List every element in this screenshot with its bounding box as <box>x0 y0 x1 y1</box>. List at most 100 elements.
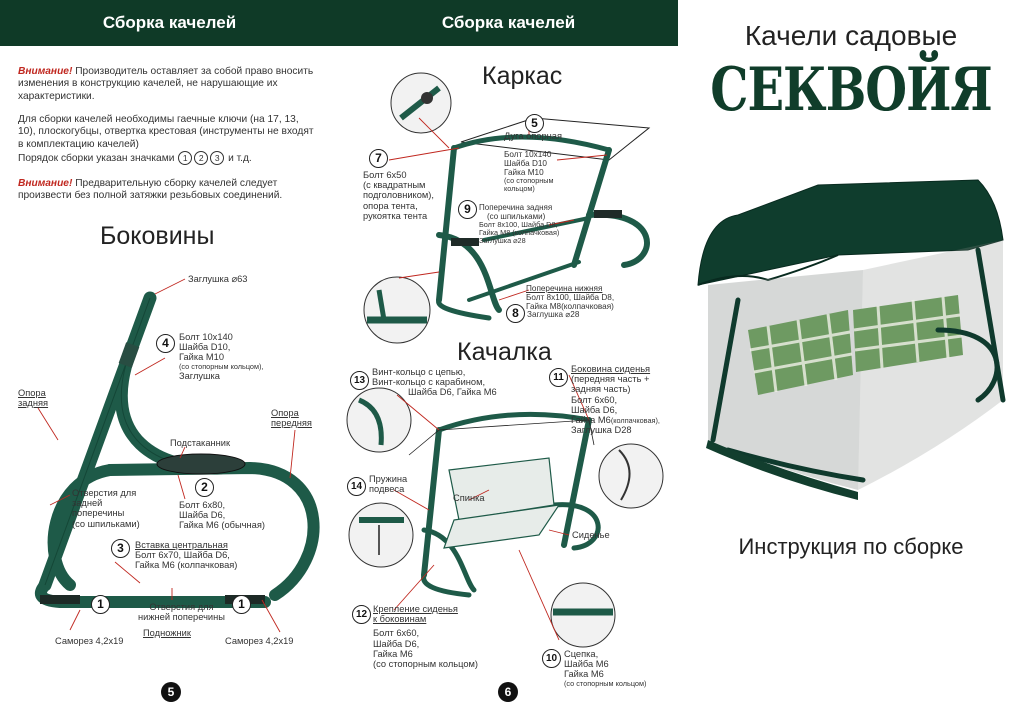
seat-mount-line-1: Крепление сиденья <box>373 604 458 614</box>
bottom-crossbar-line-1: Поперечина нижняя <box>526 284 603 293</box>
screw-left-label: Саморез 4,2х19 <box>55 636 124 646</box>
bottom-crossbar-line-2: Болт 8х100, Шайба D8, <box>526 293 615 302</box>
bolt-2-line-1: Болт 6х80, <box>179 500 226 510</box>
bolt-7-line-2: (с квадратным <box>363 180 426 191</box>
support-arc-label: Дуга опорная <box>504 131 562 141</box>
step-1-badge-left: 1 <box>91 595 110 614</box>
front-leg-line-2: передняя <box>271 418 312 429</box>
bolt-4-tail: Заглушка <box>179 370 220 381</box>
rear-crossbar-label: Поперечина задняя (со шпильками) Болт 8х… <box>479 203 560 246</box>
warning-text-2: Предварительную сборку качелей следует п… <box>18 178 283 202</box>
step-5-badge: 5 <box>525 114 544 133</box>
warning-label-2: Внимание! <box>18 178 73 189</box>
swing-drawing <box>346 374 664 648</box>
rear-leg-label: Опора задняя <box>18 388 48 408</box>
swing-photo-illustration <box>697 179 1006 500</box>
frame-drawing <box>363 72 651 344</box>
seat-side-line-6: Гайка М6(колпачковая), <box>571 415 660 425</box>
bolt-2-line-3: Гайка М6 (обычная) <box>179 520 265 531</box>
rear-crossbar-line-5: Заглушка ⌀28 <box>479 236 526 246</box>
rear-holes-line-1: Отверстия для <box>72 488 137 498</box>
screw-right-label: Саморез 4,2х19 <box>225 636 294 646</box>
coupling-line-3: Гайка М6 <box>564 669 604 680</box>
seat-mount-line-2: к боковинам <box>373 614 427 625</box>
coupling-note: (со стопорным кольцом) <box>564 678 647 688</box>
rear-leg-line-2: задняя <box>18 398 49 409</box>
seat-side-line-5: Шайба D6, <box>571 404 618 415</box>
bolt-7-line-3: подголовником), <box>363 190 434 201</box>
bolt-10-line-3: Гайка М10 <box>504 168 544 177</box>
warning-text: Производитель оставляет за собой право в… <box>18 66 314 102</box>
bolt-4-line-1: Болт 10х140 <box>179 332 233 342</box>
seat-side-line-3: задняя часть) <box>571 384 631 395</box>
seat-label: Сиденье <box>572 530 610 540</box>
bolt-12-line-3: Гайка М6 <box>373 648 413 659</box>
section-title-frame: Каркас <box>482 62 563 90</box>
step-9-badge: 9 <box>458 200 477 219</box>
bolt-3-line-2: Гайка М6 (колпачковая) <box>135 560 238 571</box>
bolt-10-line-1: Болт 10х140 <box>504 150 552 159</box>
rear-leg-line-1: Опора <box>18 388 46 398</box>
eye-bolt-line-1: Винт-кольцо с цепью, <box>372 367 466 377</box>
order-num-1: 1 <box>178 151 193 165</box>
bottom-crossbar-line-3: Гайка М8(колпачковая) <box>526 302 614 311</box>
footrest-label: Подножник <box>143 628 191 638</box>
spring-line-1: Пружина <box>369 474 408 484</box>
cup-holder-label: Подстаканник <box>170 438 231 448</box>
bolt-3-line-1: Болт 6х70, Шайба D6, <box>135 550 230 561</box>
rear-crossbar-line-4: Гайка М8 (колпачковая) <box>479 228 560 238</box>
bottom-holes-label: Отверстия для нижней поперечины <box>138 602 225 622</box>
cap-63-label: Заглушка ⌀63 <box>188 274 248 284</box>
eye-bolt-line-3: Шайба D6, Гайка М6 <box>408 387 497 398</box>
order-num-2: 2 <box>194 151 209 165</box>
coupling-line-2: Шайба М6 <box>564 659 609 670</box>
page-number-6: 6 <box>498 682 518 702</box>
step-11-badge: 11 <box>549 368 568 387</box>
bolt-4-line-2: Шайба D10, <box>179 342 231 353</box>
step-7-badge: 7 <box>369 149 388 168</box>
bolt-10-note-2: кольцом) <box>504 184 535 193</box>
spring-line-2: подвеса <box>369 484 405 495</box>
center-insert-label: Вставка центральная Болт 6х70, Шайба D6,… <box>135 540 237 571</box>
bolt-7-line-5: рукоятка тента <box>363 210 428 221</box>
front-leg-label: Опора передняя <box>271 408 312 428</box>
page-header-middle: Сборка качелей <box>339 0 678 46</box>
bolt-4-label: Болт 10х140 Шайба D10, Гайка М10 (со сто… <box>179 332 263 381</box>
section-title-sides: Боковины <box>100 222 215 250</box>
rear-holes-line-2: задней <box>72 498 103 509</box>
page-number-5: 5 <box>161 682 181 702</box>
step-4-badge: 4 <box>156 334 175 353</box>
order-num-3: 3 <box>210 151 225 165</box>
bolt-2-label: Болт 6х80, Шайба D6, Гайка М6 (обычная) <box>179 500 265 531</box>
step-12-badge: 12 <box>352 605 371 624</box>
bolt-7-line-1: Болт 6х50 <box>363 170 407 180</box>
rear-holes-label: Отверстия для задней поперечины (со шпил… <box>72 488 140 529</box>
seat-mount-label: Крепление сиденья к боковинам Болт 6х60,… <box>373 604 478 669</box>
coupling-line-1: Сцепка, <box>564 649 599 659</box>
section-title-swing: Качалка <box>457 338 552 366</box>
side-frame-drawing <box>35 278 320 633</box>
step-8-badge: 8 <box>506 304 525 323</box>
brand-logo: СЕКВОЙЯ <box>710 55 993 125</box>
bolt-12-line-2: Шайба D6, <box>373 638 420 649</box>
seat-side-line-2: (передняя часть + <box>571 374 650 385</box>
rear-crossbar-line-3: Болт 8х100, Шайба D8, <box>479 220 558 230</box>
page-header-left: Сборка качелей <box>0 0 339 46</box>
eye-bolt-line-2: Винт-кольцо с карабином, <box>372 377 486 388</box>
tools-text: Для сборки качелей необходимы гаечные кл… <box>18 114 314 150</box>
rear-holes-line-3: поперечины <box>72 508 125 519</box>
backrest-label: Спинка <box>453 493 485 503</box>
bolt-7-line-4: опора тента, <box>363 200 418 211</box>
bottom-holes-line-1: Отверстия для <box>149 602 214 612</box>
warning-intro: Внимание! Производитель оставляет за соб… <box>18 66 318 103</box>
bottom-crossbar-label: Поперечина нижняя Болт 8х100, Шайба D8, … <box>526 284 614 311</box>
rear-crossbar-line-2: (со шпильками) <box>487 211 546 221</box>
order-tail: и т.д. <box>228 153 252 164</box>
bolt-2-line-2: Шайба D6, <box>179 510 226 521</box>
seat-side-note: (колпачковая), <box>610 416 660 426</box>
bolt-10-note-1: (со стопорным <box>504 176 554 185</box>
cover-subtitle: Инструкция по сборке <box>738 534 964 559</box>
seat-side-line-4: Болт 6х60, <box>571 394 618 405</box>
bottom-holes-line-2: нижней поперечины <box>138 612 225 623</box>
